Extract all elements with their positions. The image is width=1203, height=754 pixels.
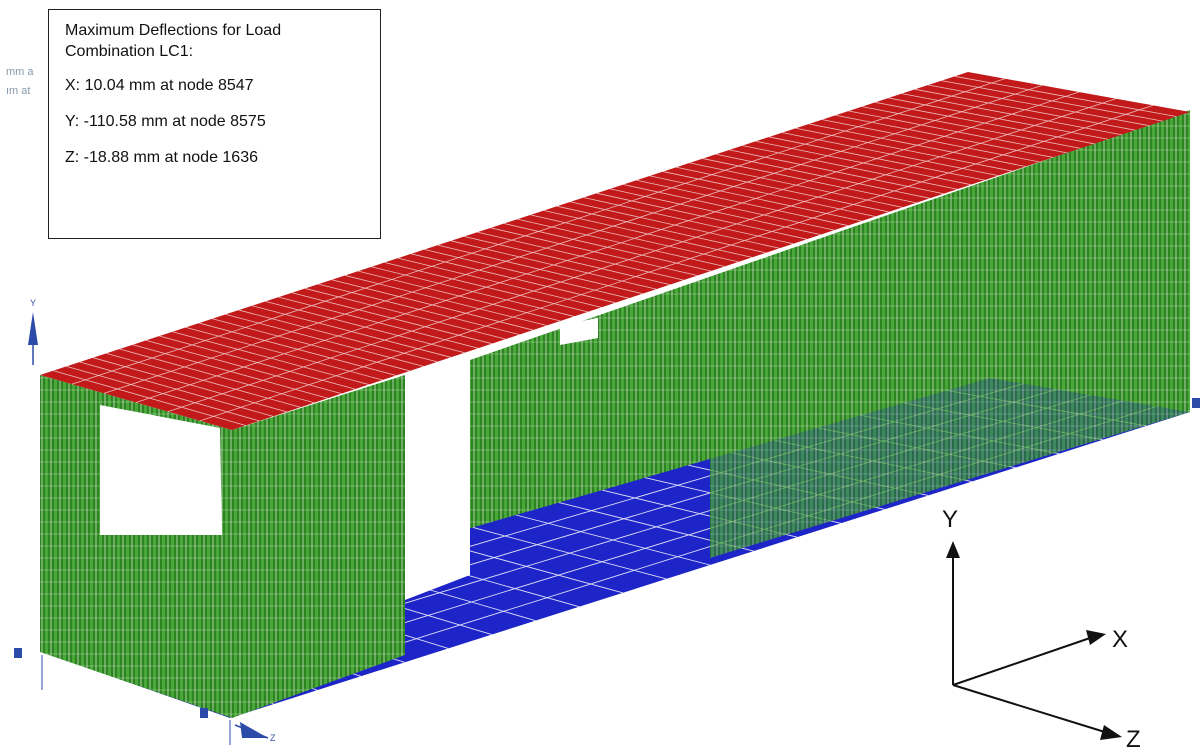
small-axis-label-z: Z — [270, 733, 276, 743]
background-fragment: mm a — [6, 66, 34, 78]
side-door-opening — [405, 358, 470, 600]
mesh-line — [135, 91, 1080, 403]
mesh-line — [199, 104, 1154, 422]
x-arrow-icon — [1086, 630, 1106, 645]
near-side-wall-panel — [232, 375, 405, 718]
max-deflection-infobox: Maximum Deflections for Load Combination… — [48, 9, 381, 239]
deflection-x: X: 10.04 mm at node 8547 — [65, 77, 254, 94]
deflection-z: Z: -18.88 mm at node 1636 — [65, 149, 258, 166]
rear-end-wall — [40, 375, 232, 718]
y-arrow-icon — [946, 541, 960, 558]
background-fragment: ım at — [6, 85, 31, 97]
axis-label-z: Z — [1126, 726, 1141, 753]
rear-door-opening — [100, 405, 222, 535]
container-roof — [40, 72, 1190, 430]
mesh-line — [103, 84, 1043, 394]
small-axis-label-y: Y — [30, 298, 37, 308]
global-axis-triad — [946, 541, 1122, 740]
infobox-title: Maximum Deflections for Load Combination… — [65, 22, 282, 60]
support-markers — [14, 398, 1200, 745]
deflection-y: Y: -110.58 mm at node 8575 — [65, 113, 266, 130]
mesh-line — [71, 78, 1006, 385]
small-axis-triad — [28, 312, 269, 739]
far-side-wall — [470, 110, 1190, 580]
mesh-line — [167, 98, 1117, 413]
far-wall-lower-panel — [710, 320, 1190, 558]
axis-label-x: X — [1112, 626, 1129, 653]
small-z-arrow-icon — [240, 722, 268, 738]
axis-label-y: Y — [942, 506, 959, 533]
small-y-arrow-icon — [28, 312, 38, 345]
z-arrow-icon — [1100, 725, 1122, 740]
